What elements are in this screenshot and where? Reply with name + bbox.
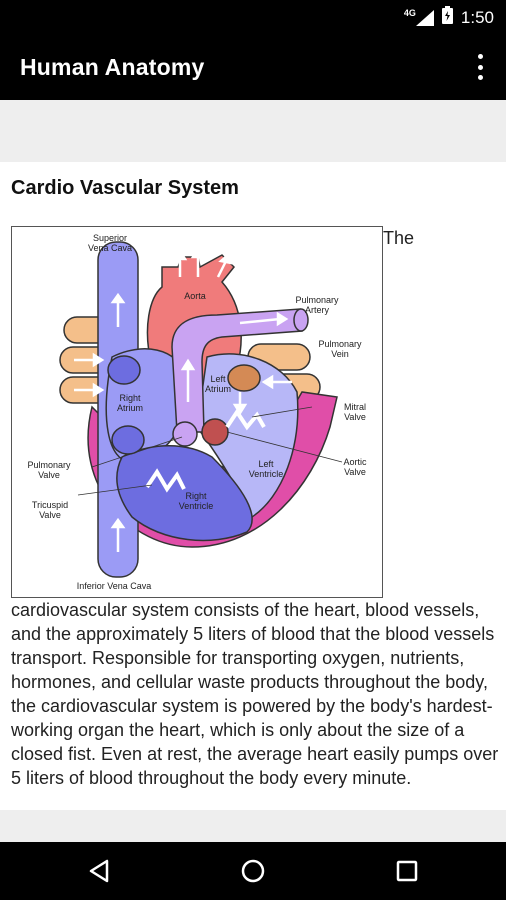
network-type: 4G bbox=[403, 7, 416, 18]
label-aortic-valve-1: Aortic bbox=[343, 457, 367, 467]
navigation-bar bbox=[0, 842, 506, 900]
label-pulmonary-vein-2: Vein bbox=[331, 349, 349, 359]
battery-icon bbox=[441, 6, 453, 29]
intro-word: The bbox=[383, 228, 415, 248]
label-pulmonary-valve-2: Valve bbox=[38, 470, 60, 480]
home-icon[interactable] bbox=[238, 856, 268, 886]
status-icons: 4G 1:50 bbox=[404, 6, 494, 29]
right-ventricle bbox=[116, 445, 253, 542]
label-left-atrium-2: Atrium bbox=[205, 384, 231, 394]
label-pulmonary-vein-1: Pulmonary bbox=[318, 339, 362, 349]
label-left-ventricle-2: Ventricle bbox=[249, 469, 284, 479]
clock: 1:50 bbox=[460, 7, 494, 27]
back-icon[interactable] bbox=[85, 856, 115, 886]
label-pulmonary-valve-1: Pulmonary bbox=[27, 460, 71, 470]
section-title: Cardio Vascular System bbox=[11, 177, 239, 199]
content-card: Cardio Vascular System bbox=[0, 162, 506, 810]
app-bar: Human Anatomy bbox=[0, 34, 506, 100]
app-title: Human Anatomy bbox=[20, 54, 205, 80]
label-right-atrium-2: Atrium bbox=[117, 403, 143, 413]
label-right-atrium-1: Right bbox=[119, 393, 141, 403]
overflow-menu-icon[interactable] bbox=[474, 54, 486, 80]
label-superior-vena-cava-2: Vena Cava bbox=[88, 243, 132, 253]
label-inferior-vena-cava: Inferior Vena Cava bbox=[77, 581, 152, 591]
top-banner-area bbox=[0, 100, 506, 162]
label-pulmonary-artery-2: Artery bbox=[305, 305, 330, 315]
left-chambers bbox=[196, 353, 299, 519]
bottom-banner-area bbox=[0, 810, 506, 842]
flow-arrows bbox=[74, 246, 292, 552]
label-mitral-valve-2: Valve bbox=[344, 412, 366, 422]
heart-diagram: Superior Vena Cava Aorta Pulmonary Arter… bbox=[11, 226, 383, 598]
label-right-ventricle-2: Ventricle bbox=[179, 501, 214, 511]
label-mitral-valve-1: Mitral bbox=[344, 402, 366, 412]
body-paragraph: cardiovascular system consists of the he… bbox=[11, 600, 499, 788]
label-tricuspid-valve-2: Valve bbox=[39, 510, 61, 520]
label-aorta: Aorta bbox=[184, 291, 206, 301]
label-right-ventricle-1: Right bbox=[185, 491, 207, 501]
recents-icon[interactable] bbox=[392, 856, 422, 886]
signal-icon: 4G bbox=[404, 8, 434, 26]
label-left-ventricle-1: Left bbox=[258, 459, 274, 469]
status-bar: 4G 1:50 bbox=[0, 0, 506, 34]
label-aortic-valve-2: Valve bbox=[344, 467, 366, 477]
label-left-atrium-1: Left bbox=[210, 374, 226, 384]
label-superior-vena-cava-1: Superior bbox=[93, 233, 127, 243]
label-tricuspid-valve-1: Tricuspid bbox=[32, 500, 68, 510]
label-pulmonary-artery-1: Pulmonary bbox=[295, 295, 339, 305]
